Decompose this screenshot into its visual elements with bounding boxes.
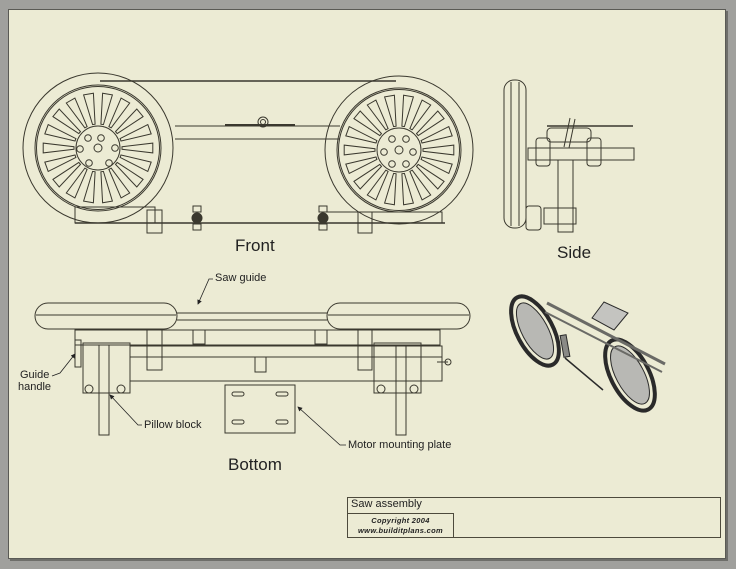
wheel-spoke [415, 110, 445, 137]
wheel-spoke [345, 156, 378, 175]
wheel-spoke [420, 125, 453, 144]
front-view [22, 72, 474, 234]
wheel-spoke [383, 94, 397, 128]
wheel-spoke [42, 142, 75, 154]
wheel-spoke [65, 167, 88, 199]
right-wheel [324, 75, 474, 225]
saw-guide-callout: Saw guide [215, 272, 267, 284]
wheel-spoke [108, 97, 131, 129]
wheel-spoke [44, 154, 77, 173]
wheel-spoke [121, 142, 154, 154]
wheel-spoke [100, 92, 114, 126]
wheel-spoke [415, 163, 445, 190]
wheel-spoke [366, 169, 389, 201]
wheel-spoke [100, 170, 114, 204]
left-wheel [22, 72, 174, 224]
wheel-spoke [119, 123, 152, 142]
wheel-spoke [366, 99, 389, 131]
wheel-spoke [353, 163, 383, 190]
copyright-text: Copyright 2004 [371, 516, 430, 525]
side-view-title: Side [557, 243, 592, 262]
wheel-spoke [82, 170, 96, 204]
wheel-spoke [114, 161, 144, 188]
wheel-spoke [383, 172, 397, 206]
wheel-spoke [420, 156, 453, 175]
pillow-block-callout: Pillow block [144, 419, 202, 431]
wheel-spoke [343, 144, 376, 156]
drawing-sheet [8, 9, 726, 559]
wheel-spoke [353, 110, 383, 137]
wheel-spoke [44, 123, 77, 142]
wheel-spoke [422, 144, 455, 156]
wheel-spoke [401, 94, 415, 128]
front-view-title: Front [235, 236, 275, 255]
drawing-title: Saw assembly [351, 498, 422, 510]
title-block: Saw assembly Copyright 2004 www.builditp… [347, 497, 721, 538]
website-text: www.builditplans.com [358, 526, 443, 535]
callout-leaders [51, 278, 346, 446]
wheel-spoke [82, 92, 96, 126]
isometric-view [509, 294, 666, 413]
wheel-spoke [114, 108, 144, 135]
wheel-spoke [401, 172, 415, 206]
wheel-spoke [345, 125, 378, 144]
side-view [503, 79, 635, 233]
bottom-view [34, 302, 471, 436]
copyright-box: Copyright 2004 www.builditplans.com [348, 513, 454, 538]
wheel-spoke [108, 167, 131, 199]
motor-mounting-plate-callout: Motor mounting plate [348, 439, 452, 451]
guide-handle-callout-line2: handle [18, 381, 52, 393]
wheel-spoke [119, 154, 152, 173]
bottom-view-title: Bottom [228, 455, 282, 474]
guide-handle-callout-line1: Guide [20, 369, 50, 381]
wheel-spoke [409, 169, 432, 201]
wheel-spoke [52, 108, 82, 135]
wheel-spoke [409, 99, 432, 131]
wheel-spoke [52, 161, 82, 188]
wheel-spoke [65, 97, 88, 129]
